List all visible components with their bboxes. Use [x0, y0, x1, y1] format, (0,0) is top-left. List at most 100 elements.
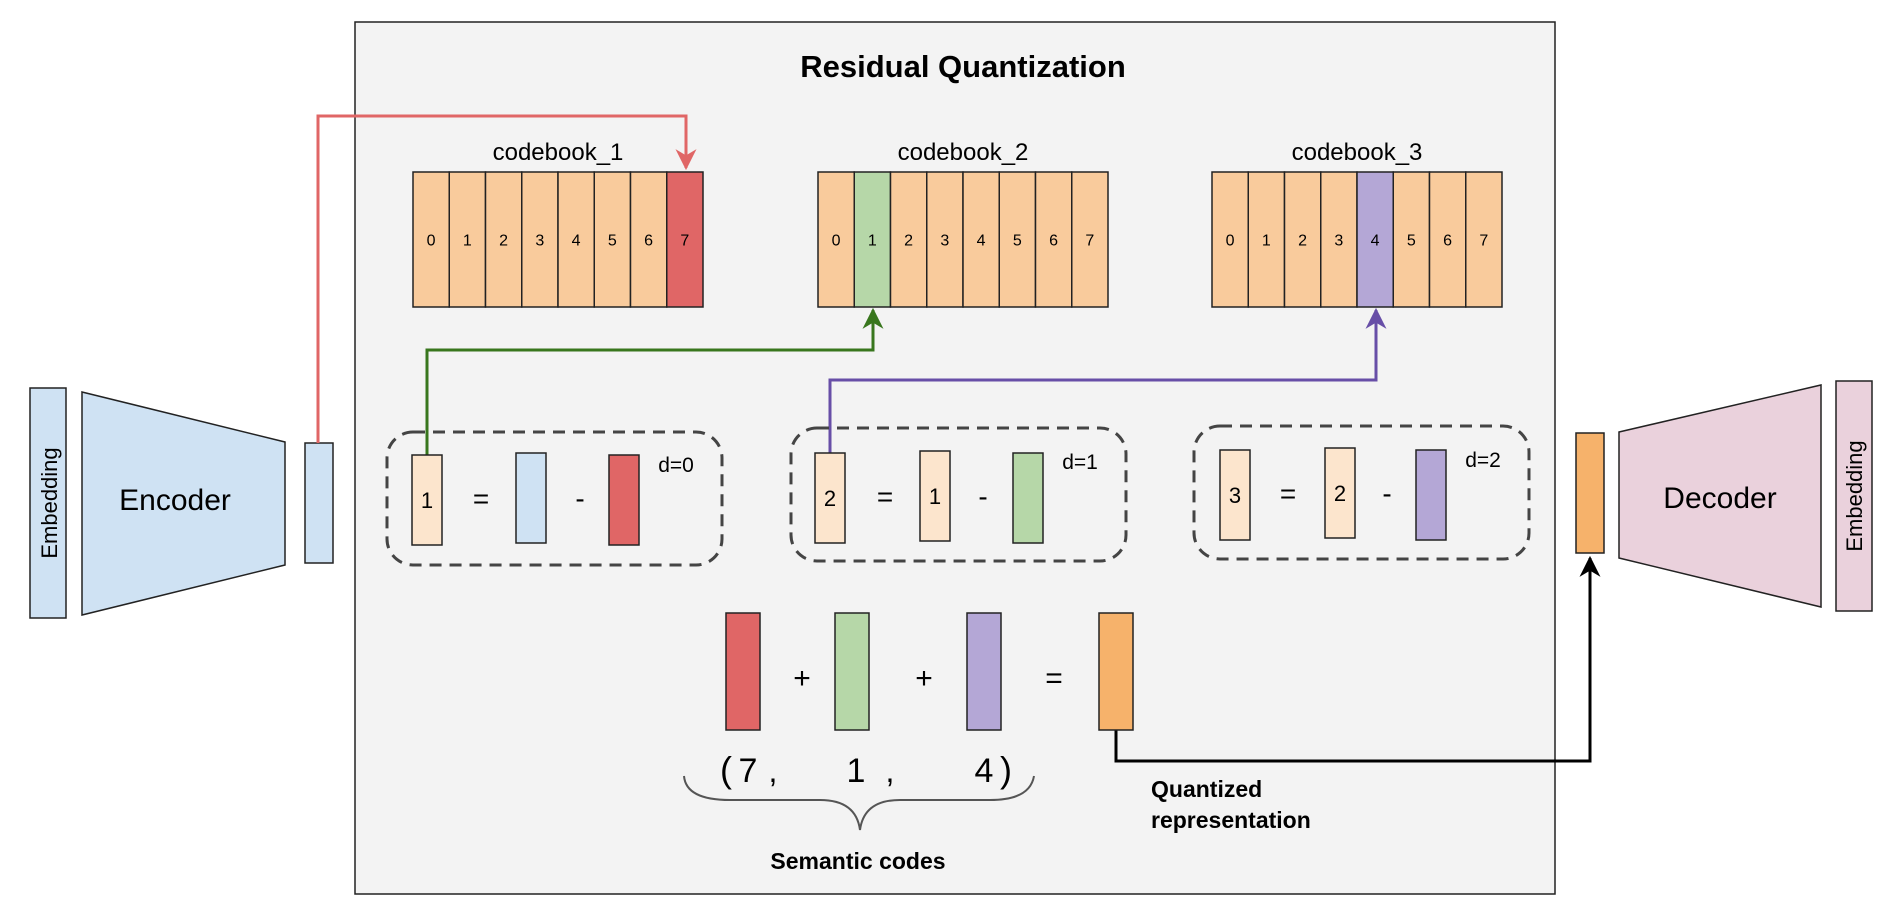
codebook-3-label: codebook_3: [1292, 139, 1423, 166]
input-embedding-bar: [29, 387, 67, 619]
semantic-codes-label: Semantic codes: [770, 848, 945, 874]
codebook-2-cell-index: 5: [1013, 233, 1022, 250]
residual-vector-2: [814, 452, 846, 544]
codebook-3-cell: [1247, 171, 1286, 308]
codebook-3-cell-index: 7: [1479, 233, 1488, 250]
sum-codeword-3: [966, 612, 1002, 731]
codes-open-paren: (: [720, 749, 732, 790]
residual-step-d0: 1 = - d=0: [385, 430, 724, 567]
sum-plus-2: +: [915, 662, 933, 695]
codebook-1-cell-index: 5: [608, 233, 617, 250]
semantic-codes-tuple: ( 7 , 1 , 4 ): [720, 749, 1012, 790]
residual-step-d1: 2 = 1 - d=1: [789, 426, 1128, 563]
sum-plus-1: +: [793, 662, 811, 695]
codebook-1-cell-index: 2: [499, 233, 508, 250]
codebook-1-cell: [593, 171, 632, 308]
codebook-2-cell-index: 1: [868, 233, 877, 250]
residual-1-label: 1: [421, 488, 433, 513]
code-1: 7: [739, 752, 758, 790]
codebook-1-cell-index: 6: [644, 233, 653, 250]
quantized-vector: [1575, 432, 1605, 554]
sum-codeword-1: [725, 612, 761, 731]
codebook-2-cell-index: 2: [904, 233, 913, 250]
codebook-3-cell-index: 1: [1262, 233, 1271, 250]
residual-1-lhs-vector: [515, 452, 547, 544]
codebook-1-cell: [629, 171, 668, 308]
quantized-label-line1: Quantized: [1151, 776, 1262, 802]
residual-3-lhs-label: 2: [1334, 481, 1346, 506]
codebook-2-cell: [853, 171, 892, 308]
residual-3-minus: -: [1382, 478, 1391, 509]
residual-1-minus: -: [575, 483, 584, 514]
codebook-3-cell: [1392, 171, 1431, 308]
code-3: 4: [975, 752, 994, 790]
codebook-2-cell-index: 6: [1049, 233, 1058, 250]
codebook-3-cell: [1283, 171, 1322, 308]
quantized-label-line2: representation: [1151, 807, 1311, 833]
residual-2-lhs-vector: [919, 450, 951, 542]
codebook-3-cell: [1428, 171, 1467, 308]
residual-3-lhs-vector: [1324, 447, 1356, 539]
output-embedding-bar: [1835, 380, 1873, 612]
codebook-2-cell: [817, 171, 855, 308]
codebook-2-cell-index: 4: [977, 233, 986, 250]
codebook-2-cell-index: 0: [832, 233, 841, 250]
codebook-3-cell-index: 2: [1298, 233, 1307, 250]
output-embedding-label: Embedding: [1842, 440, 1867, 551]
panel-title: Residual Quantization: [800, 49, 1126, 84]
sum-codeword-2: [834, 612, 870, 731]
codes-comma-1: ,: [769, 753, 778, 789]
residual-3-equals: =: [1280, 478, 1296, 509]
codebook-3-cell: [1356, 171, 1394, 308]
quantized-to-decoder-arrow: [1114, 555, 1601, 763]
codebook-1-cell: [666, 171, 704, 308]
residual1-to-codebook2-arrow: [425, 307, 884, 455]
codebook-3-cell-index: 5: [1407, 233, 1416, 250]
codeword-sum: + + =: [725, 612, 1134, 731]
codebook-2-cell: [998, 171, 1037, 308]
codebook-3-cell: [1465, 171, 1503, 308]
residual-3-depth: d=2: [1465, 449, 1501, 472]
residual-2-label: 2: [824, 486, 836, 511]
residual-vector-1: [411, 454, 443, 546]
codebook-3-cell-index: 4: [1371, 233, 1380, 250]
residual-2-depth: d=1: [1062, 451, 1098, 474]
decoder-block: [1618, 384, 1822, 608]
encoder-to-codebook1-arrow: [316, 114, 697, 443]
sum-result-vector: [1098, 612, 1134, 731]
input-embedding-label: Embedding: [37, 447, 62, 558]
residual-3-codeword-vector: [1415, 449, 1447, 541]
codes-close-paren: ): [1000, 749, 1012, 790]
encoder-block: [81, 391, 286, 616]
residual-2-codeword-vector: [1012, 452, 1044, 544]
codes-comma-2: ,: [886, 753, 895, 789]
residual-2-equals: =: [877, 481, 893, 512]
codebook-1-cell-index: 4: [572, 233, 581, 250]
codebook-3-cell: [1211, 171, 1249, 308]
codebook-1-label: codebook_1: [493, 139, 624, 166]
residual-1-depth: d=0: [658, 454, 694, 477]
codebook-2-label: codebook_2: [898, 139, 1029, 166]
codebook-2-cell: [1071, 171, 1109, 308]
codebook-1-cell: [484, 171, 523, 308]
codebook-2-cell: [962, 171, 1000, 308]
encoder-output-vector: [304, 442, 334, 564]
residual-step-d2: 3 = 2 - d=2: [1192, 424, 1531, 561]
codebook-1-cell-index: 0: [427, 233, 436, 250]
semantic-codes-brace: [683, 775, 1035, 831]
residual-3-label: 3: [1229, 483, 1241, 508]
sum-equals: =: [1045, 662, 1063, 695]
codebook-1-cell-index: 3: [535, 233, 544, 250]
residual-2-minus: -: [978, 481, 987, 512]
residual-1-codeword-vector: [608, 454, 640, 546]
decoder-label: Decoder: [1663, 482, 1776, 515]
encoder-label: Encoder: [119, 484, 231, 517]
codebook-1-cell: [448, 171, 487, 308]
codebook-1-cell-index: 1: [463, 233, 472, 250]
codebook-2-cell: [1034, 171, 1073, 308]
residual-1-equals: =: [473, 483, 489, 514]
